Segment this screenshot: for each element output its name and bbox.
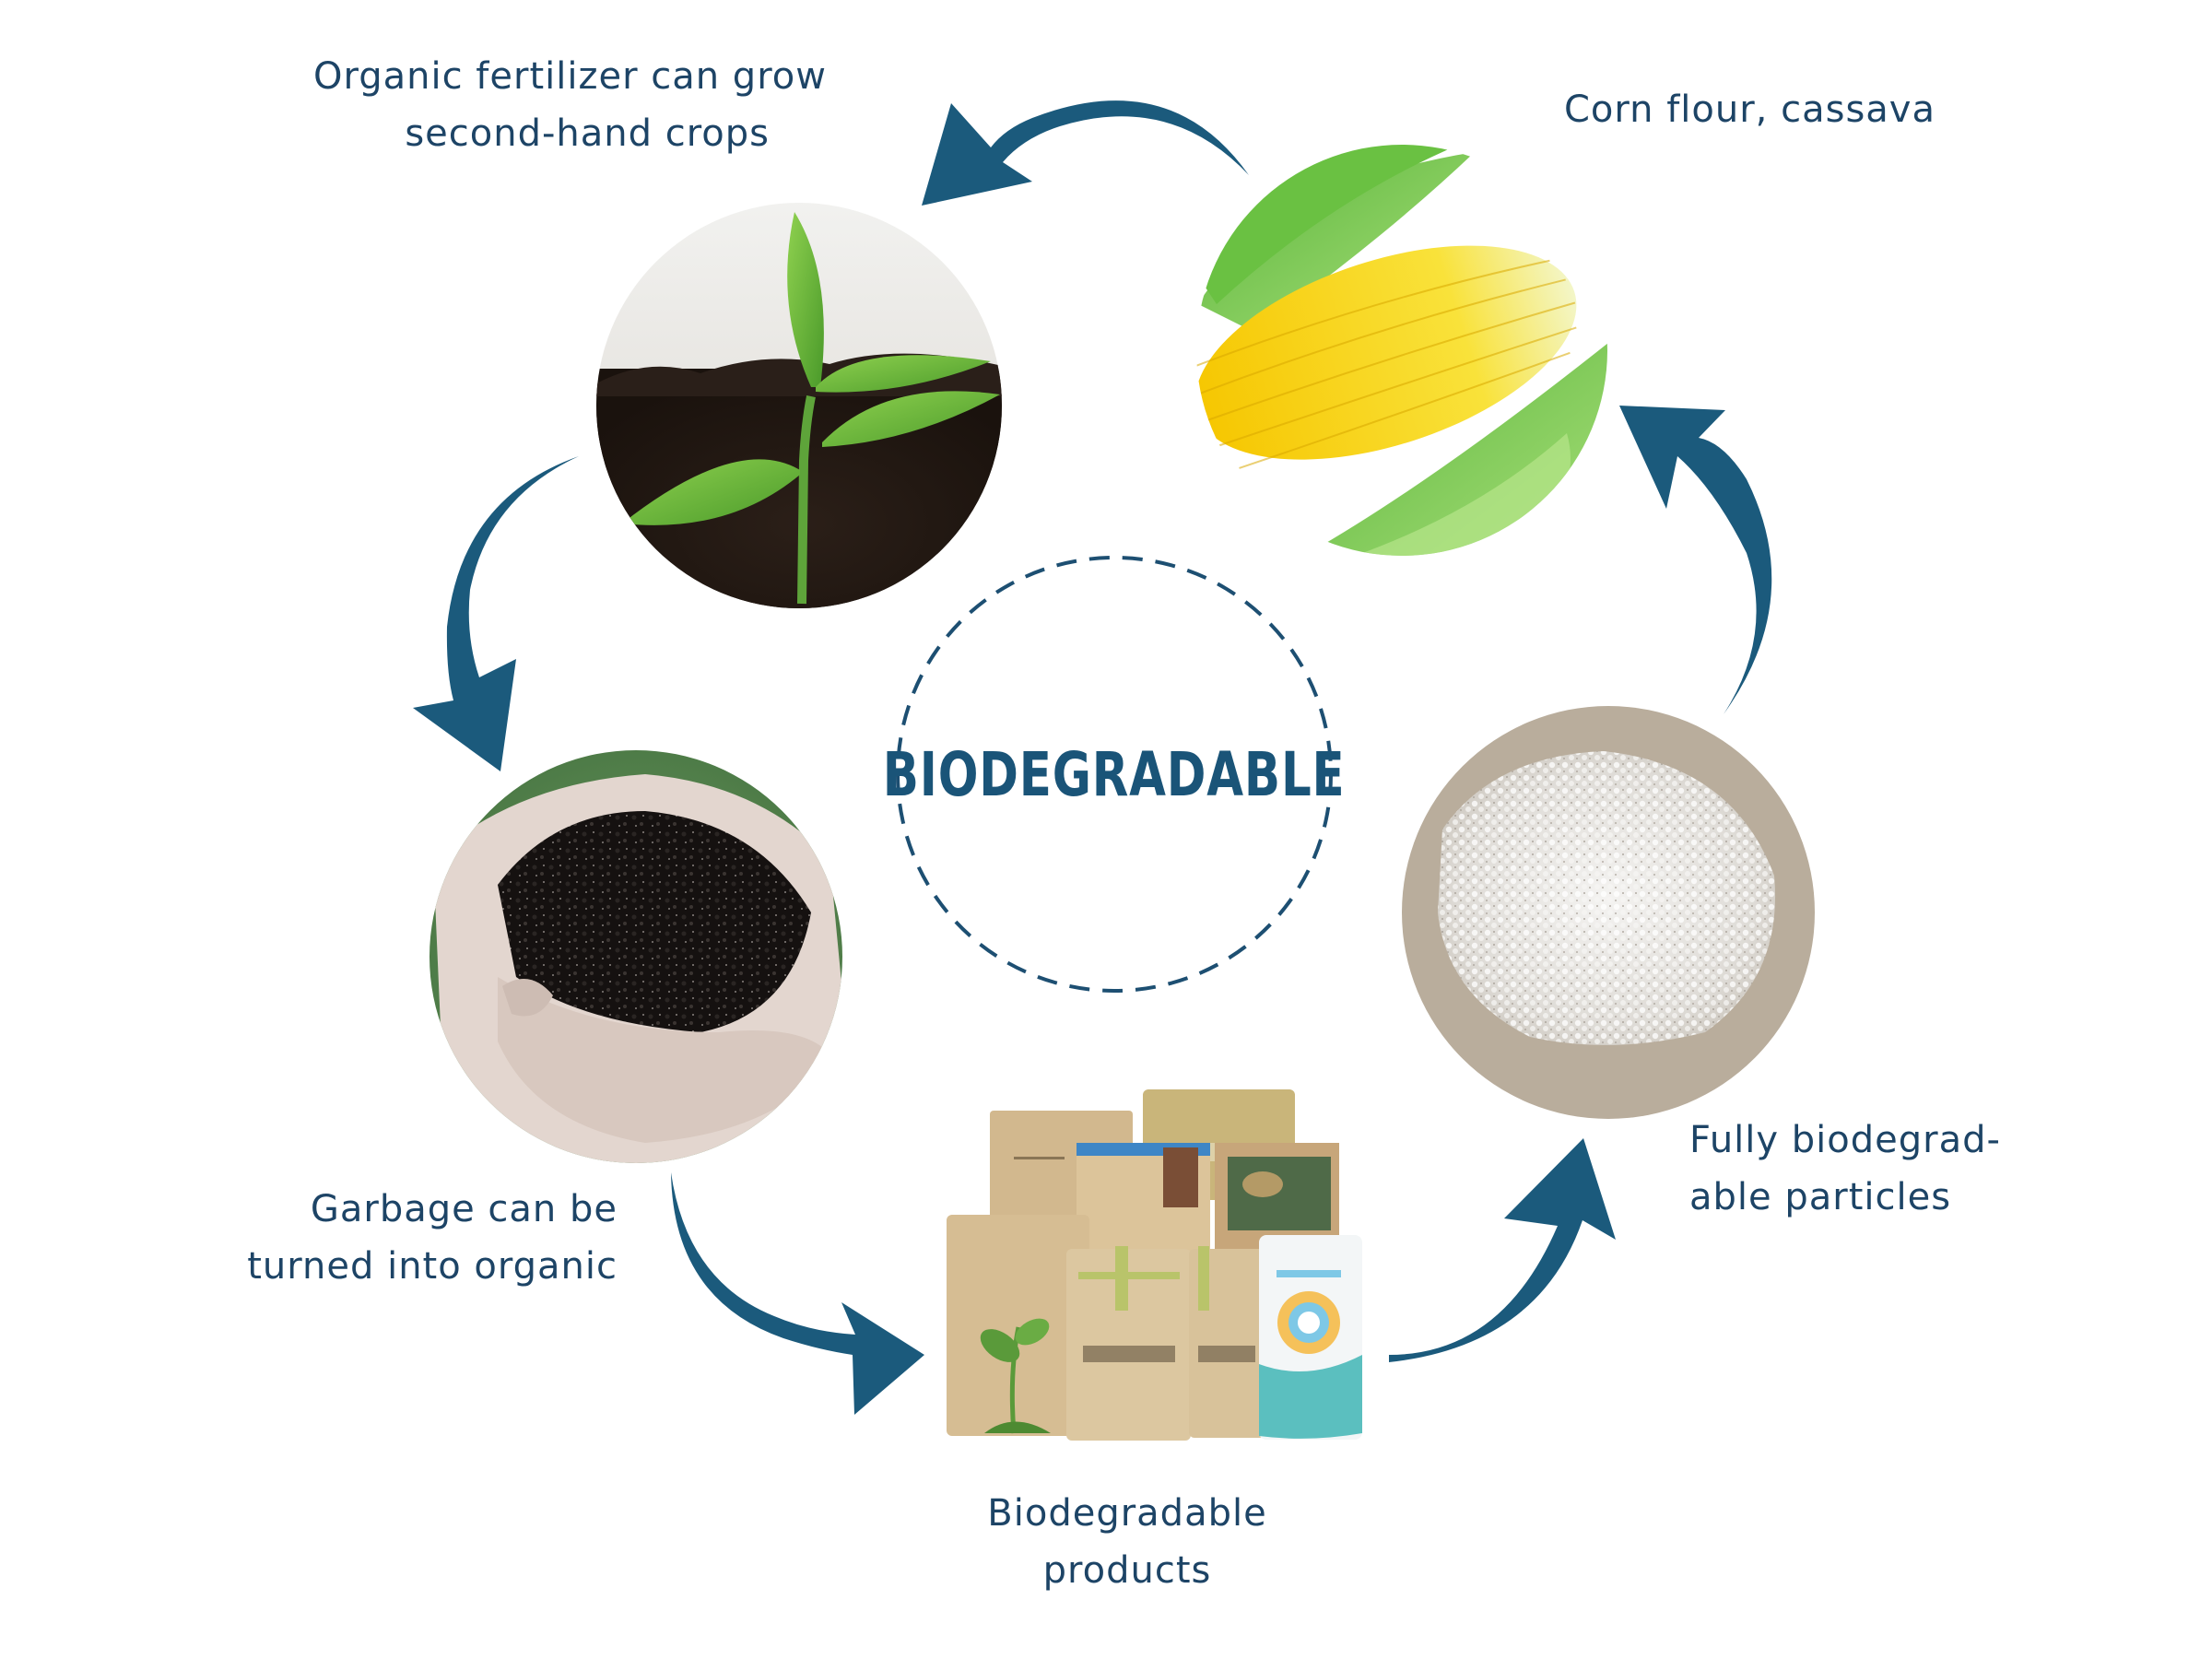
arrow-corn-to-fertilizer — [922, 100, 1249, 206]
label-garbage-line-2: turned into organic — [247, 1245, 618, 1288]
label-garbage: Garbage can be turned into organic — [184, 1181, 618, 1295]
label-products-line-1: Biodegradable — [987, 1492, 1267, 1535]
center-title: BIODEGRADABLE — [883, 557, 1345, 992]
white-pellets-photo — [1402, 706, 1815, 1119]
cycle-arrows — [413, 100, 1772, 1415]
label-corn-line-1: Corn flour, cassava — [1564, 88, 1936, 131]
corn-photo — [1196, 145, 1607, 556]
arrow-particles-to-corn — [1619, 406, 1772, 714]
center-title-text: BIODEGRADABLE — [883, 738, 1346, 810]
label-products: Biodegradable products — [943, 1485, 1312, 1599]
dashed-center-ring — [896, 556, 1333, 993]
label-particles-line-1: Fully biodegrad- — [1689, 1119, 2001, 1161]
label-corn: Corn flour, cassava — [1564, 81, 1936, 138]
label-fertilizer-line-2: second-hand crops — [405, 112, 770, 155]
label-particles-line-2: able particles — [1689, 1176, 1952, 1218]
arrow-products-to-particles — [1389, 1138, 1616, 1362]
arrow-fertilizer-to-garbage — [413, 456, 579, 771]
label-fertilizer-line-1: Organic fertilizer can grow — [313, 55, 827, 98]
arrow-garbage-to-products — [671, 1172, 924, 1415]
kraft-pouch-bags-photo — [947, 1089, 1362, 1441]
hands-soil-photo — [429, 750, 842, 1163]
label-fertilizer: Organic fertilizer can grow second-hand … — [313, 48, 827, 162]
label-products-line-2: products — [1042, 1549, 1212, 1592]
label-particles: Fully biodegrad- able particles — [1689, 1112, 2001, 1226]
seedling-photo — [596, 203, 1002, 608]
label-garbage-line-1: Garbage can be — [310, 1188, 618, 1230]
